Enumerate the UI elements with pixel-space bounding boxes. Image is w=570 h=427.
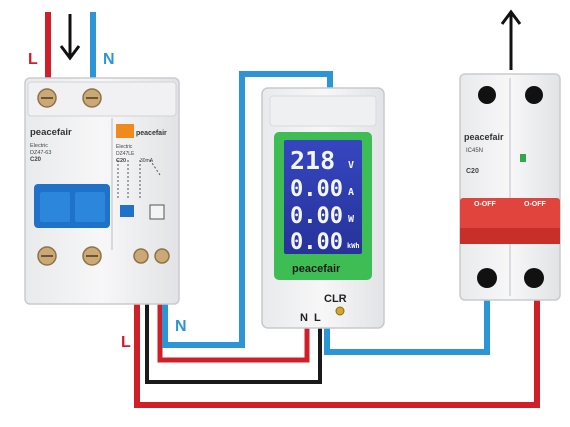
breaker-off-left: O-OFF [474, 201, 496, 208]
terminal-screw-icon [154, 248, 170, 264]
terminal-screw-icon [524, 268, 544, 288]
terminal-screw-icon [478, 86, 496, 104]
terminal-screw-icon [477, 268, 497, 288]
meter-terminal-l: L [314, 312, 321, 324]
terminal-screw-icon [525, 86, 543, 104]
meter-to-breaker-neutral-wire [324, 290, 490, 355]
circuit-breaker: peacefair IC45N C20 O-OFF O-OFF [459, 73, 561, 301]
incoming-line-label: L [28, 51, 38, 68]
power-unit: W [348, 214, 355, 225]
voltage-unit: V [348, 160, 354, 171]
rcbo-right-line-2: DZ47LE [116, 151, 135, 157]
breaker-brand: peacefair [464, 132, 504, 142]
voltage-reading: 218 [290, 146, 335, 175]
breaker-indicator [520, 154, 526, 162]
outgoing-neutral-label: N [175, 318, 187, 335]
meter-brand: peacefair [292, 263, 341, 275]
rcd-orange-tag [116, 124, 134, 138]
breaker-off-right: O-OFF [524, 201, 546, 208]
meter-top-neutral-wire [239, 71, 333, 318]
rcbo-left-line-2: DZ47-63 [30, 150, 51, 156]
rcbo-line-out-wire [134, 258, 540, 408]
terminal-screw-icon [133, 248, 149, 264]
energy-reading: 0.00 [290, 230, 343, 255]
rcbo-device: peacefair Electric DZ47-63 C20 peacefair… [24, 77, 180, 305]
clr-label: CLR [324, 293, 347, 305]
breaker-model: IC45N [466, 148, 483, 154]
meter-terminal-n: N [300, 312, 308, 324]
meter-neutral-black-wire [145, 262, 322, 384]
incoming-neutral-label: N [103, 51, 115, 68]
rcbo-right-line-3: C20 [116, 158, 126, 164]
lcd-screen [284, 140, 362, 254]
energy-meter: 218 V 0.00 A 0.00 W 0.00 kWh peacefair C… [261, 87, 385, 329]
outgoing-line-label: L [121, 334, 131, 351]
current-reading: 0.00 [290, 177, 343, 202]
rcbo-right-line-4: 30mA [140, 158, 154, 164]
rcbo-brand-right: peacefair [136, 130, 167, 137]
clr-button[interactable] [335, 306, 345, 316]
rcd-test-button[interactable] [120, 205, 134, 217]
energy-unit: kWh [347, 242, 360, 250]
rcbo-left-line-3: C20 [30, 157, 42, 163]
up-arrow-icon [500, 9, 522, 70]
rcbo-left-line-1: Electric [30, 143, 48, 149]
rcbo-brand-left: peacefair [30, 127, 72, 138]
breaker-rating: C20 [466, 168, 479, 175]
power-reading: 0.00 [290, 204, 343, 229]
meter-line-in-wire [157, 262, 310, 363]
down-arrow-icon [59, 14, 81, 61]
rcbo-right-line-1: Electric [116, 144, 133, 150]
current-unit: A [348, 187, 354, 198]
